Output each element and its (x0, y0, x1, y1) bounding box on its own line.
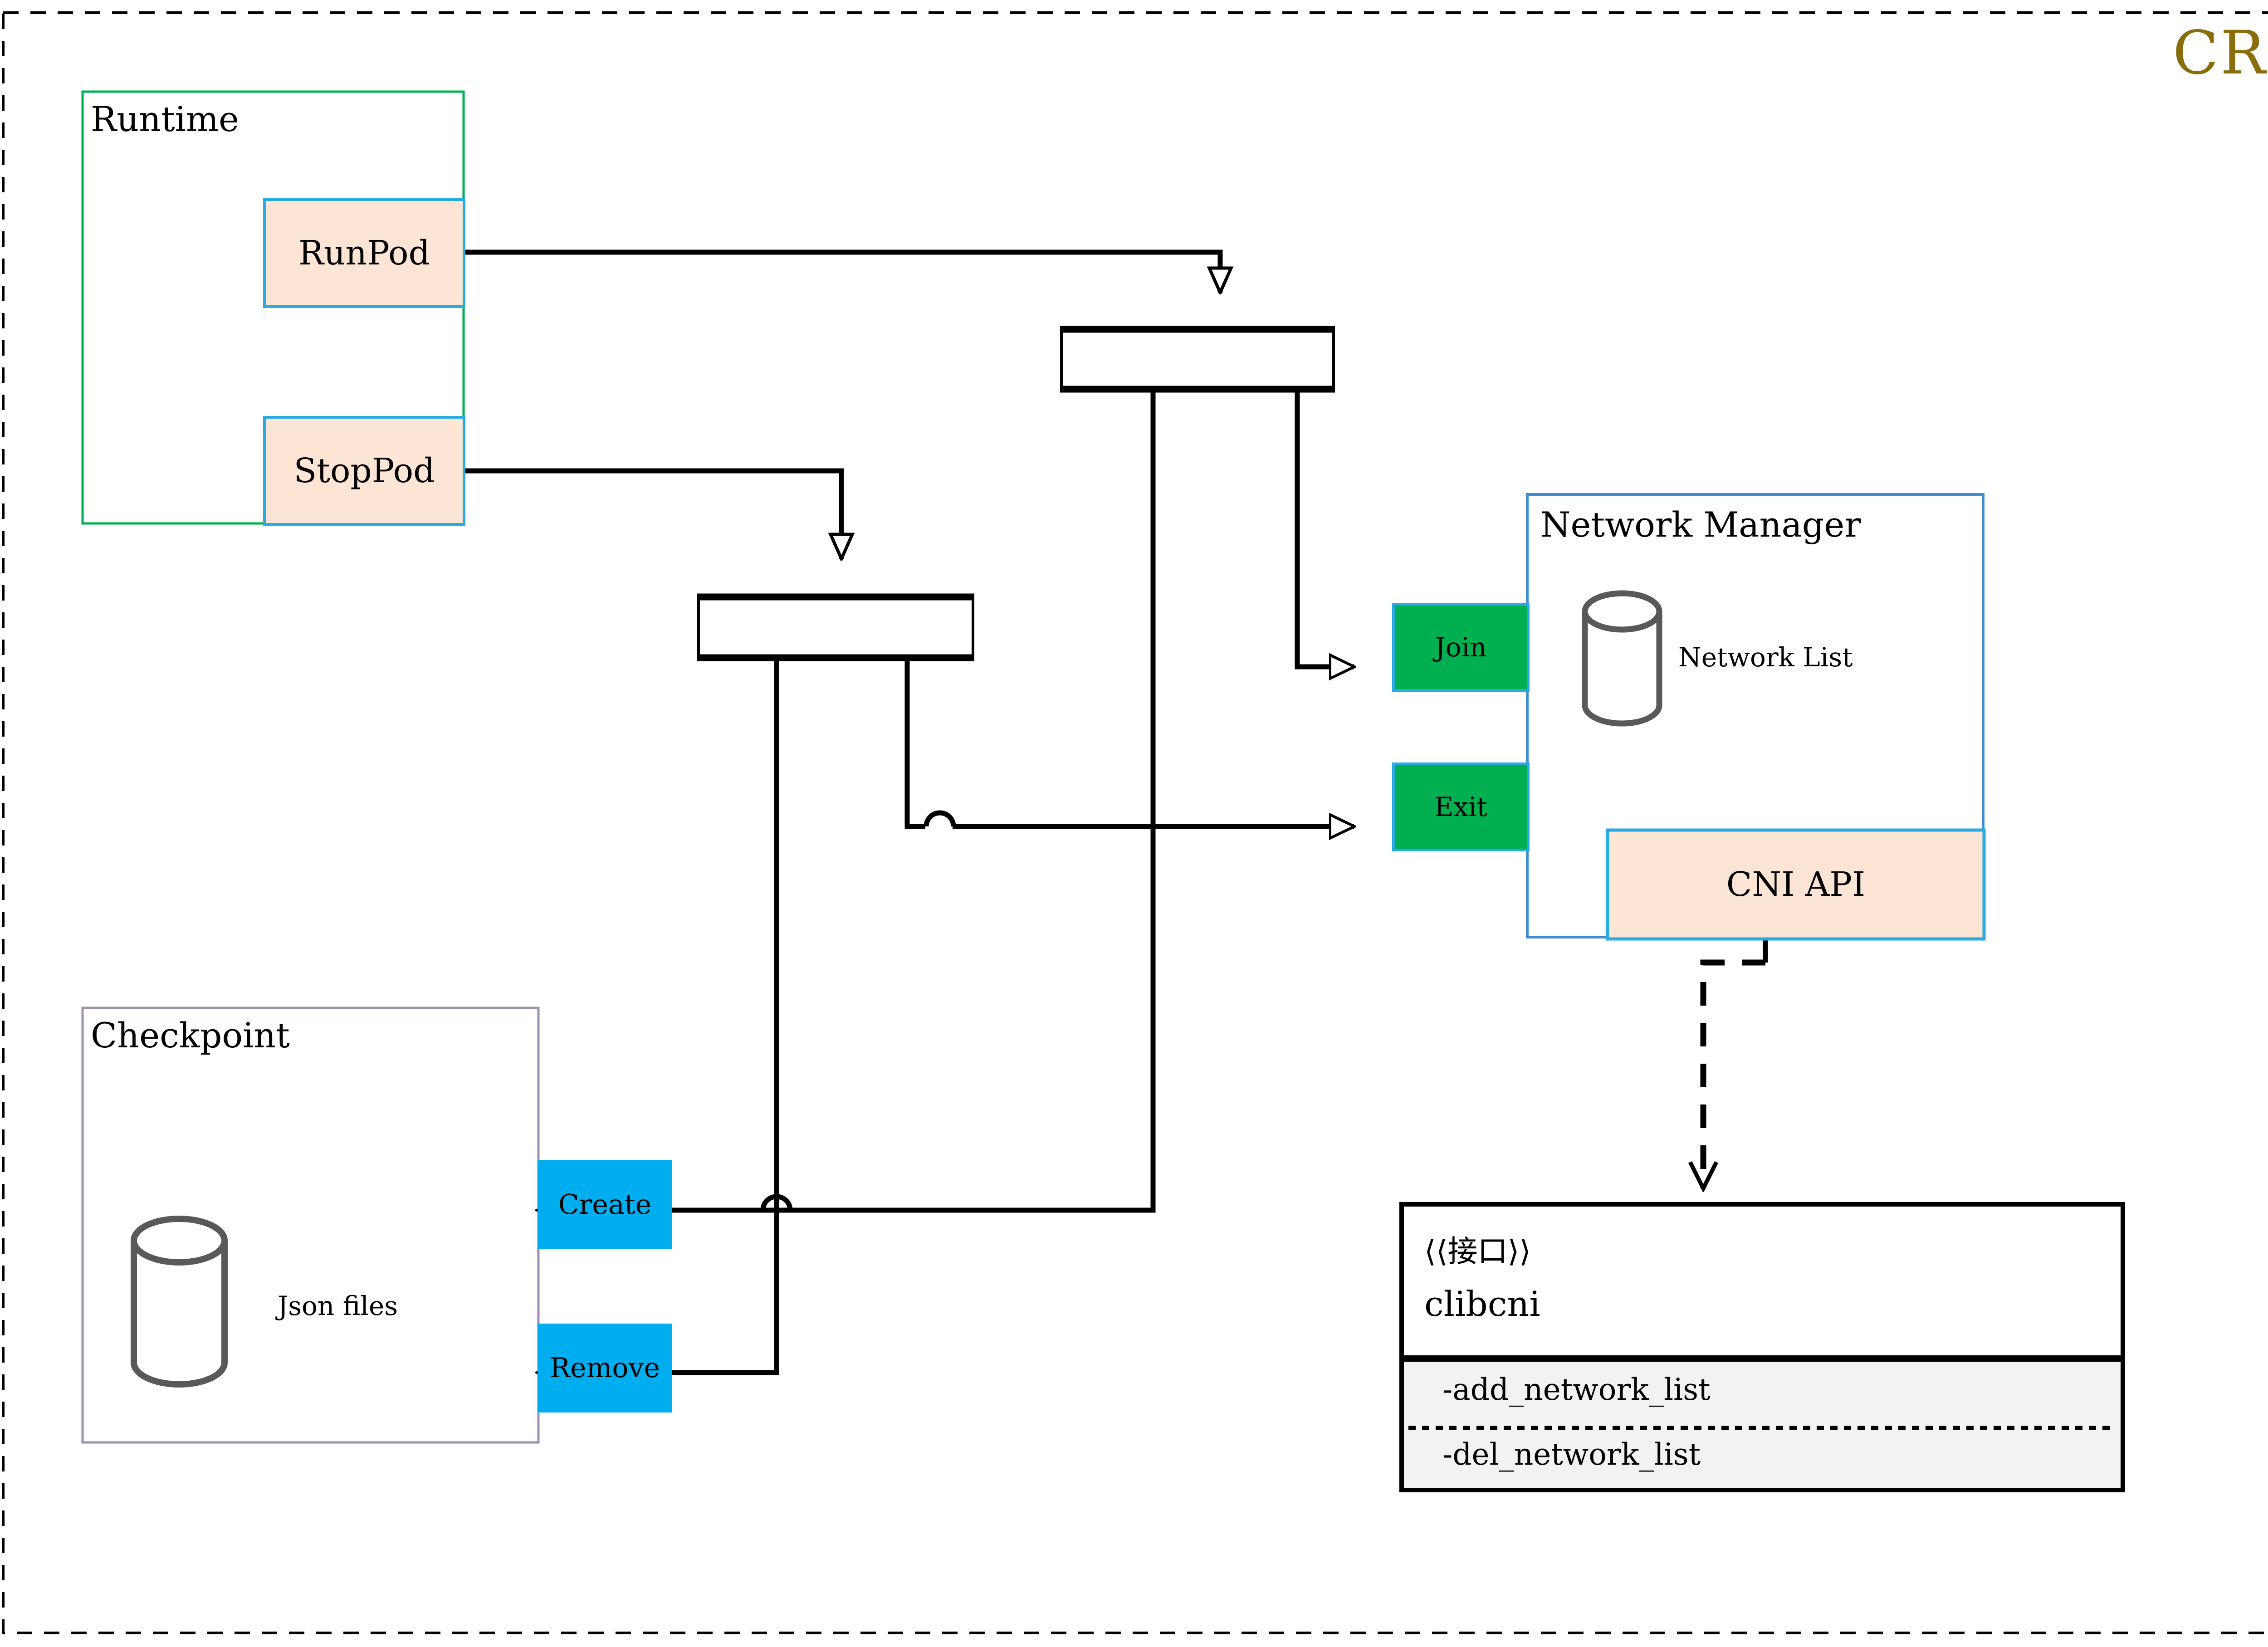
json-files-database-icon (131, 1216, 228, 1388)
network-list-database-icon (1582, 590, 1662, 727)
join-box-shape (1392, 603, 1530, 692)
create-box-shape (538, 1160, 672, 1249)
clibcni-interface-box (1399, 1202, 2125, 1492)
connector-cniapi-to-clibcni-dashed (1703, 959, 1765, 1188)
outer-dashed-frame (2, 11, 2268, 1634)
runpod-box-shape (263, 198, 465, 308)
stoppod-box[interactable]: StopPod (293, 451, 435, 490)
fork-bar-stoppod (697, 593, 974, 661)
create-box[interactable]: Create (558, 1189, 652, 1221)
runtime-group-label: Runtime (91, 99, 240, 139)
join-port-box[interactable]: Join (1435, 632, 1487, 663)
connector-runpod-to-fork (464, 249, 1220, 293)
fork-bar-runpod (1060, 326, 1335, 393)
network-manager-group-label: Network Manager (1540, 504, 1861, 545)
connector-fork-low-right-to-exit-a (904, 659, 925, 829)
page-title: CRI (2173, 18, 2268, 88)
connector-fork-top-left-to-create (723, 391, 1156, 1213)
cni-api-box[interactable]: CNI API (1726, 865, 1866, 904)
json-files-label: Json files (278, 1290, 398, 1321)
interface-method-add: -add_network_list (1442, 1372, 1711, 1407)
connector-fork-top-right-to-join (1295, 391, 1354, 667)
remove-box-shape (538, 1324, 672, 1412)
checkpoint-group-label: Checkpoint (91, 1015, 290, 1056)
network-list-label: Network List (1678, 642, 1853, 673)
line-hop-exit (924, 810, 956, 827)
stoppod-box-shape (263, 416, 465, 526)
interface-method-del: -del_network_list (1442, 1437, 1701, 1472)
exit-port-box[interactable]: Exit (1434, 792, 1487, 822)
interface-stereotype: ⟨⟨接口⟩⟩ (1424, 1234, 1531, 1269)
remove-box[interactable]: Remove (549, 1352, 660, 1384)
exit-box-shape (1392, 762, 1530, 851)
interface-name: clibcni (1424, 1284, 1540, 1324)
connector-stoppod-to-fork (464, 468, 841, 559)
runpod-box[interactable]: RunPod (298, 234, 430, 273)
connector-fork-low-left-to-remove (538, 659, 779, 1373)
cni-api-box-shape (1606, 828, 1986, 941)
